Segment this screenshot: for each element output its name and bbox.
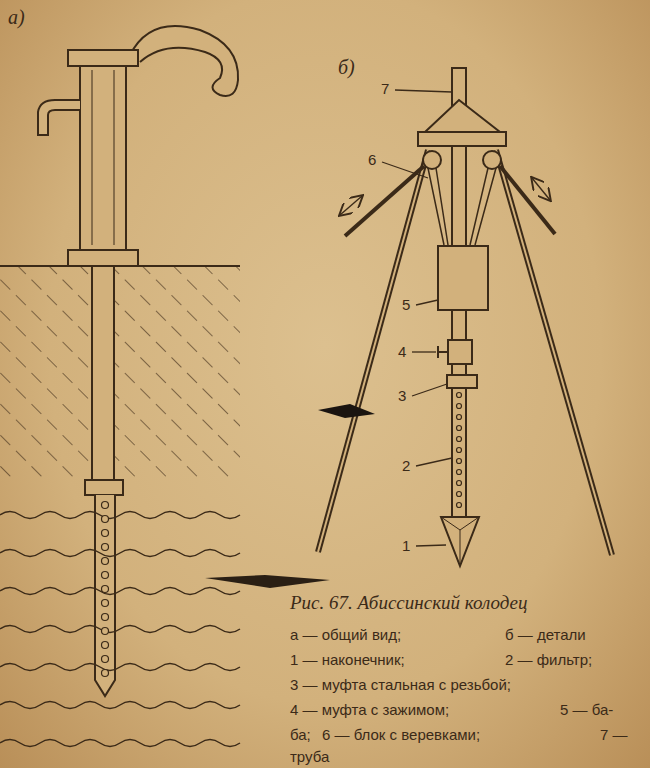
callout-number: 6 [368,152,376,169]
callout-number: 4 [398,344,406,361]
legend-line: 2 — фильтр; [505,652,592,669]
legend-line: труба [290,749,329,766]
view-letter: а) [8,6,25,28]
legend-line: а — общий вид; [290,627,401,644]
legend-line: ба; [290,727,311,744]
callout-number: 1 [402,538,410,555]
legend-line: 3 — муфта стальная с резьбой; [290,677,511,694]
legend-line: 1 — наконечник; [290,652,405,669]
callout-number: 2 [402,458,410,475]
legend-line: 6 — блок с веревками; [322,727,480,744]
figure-caption: Рис. 67. Абиссинский колодец [290,593,528,614]
legend-line: б — детали [505,627,586,644]
callout-number: 3 [398,388,406,405]
legend-line: 7 — [600,727,628,744]
view-letter: б) [338,56,355,78]
callout-number: 5 [402,297,410,314]
legend-line: 4 — муфта с зажимом; [290,702,449,719]
callout-number: 7 [381,81,389,98]
legend-line: 5 — ба- [560,702,613,719]
